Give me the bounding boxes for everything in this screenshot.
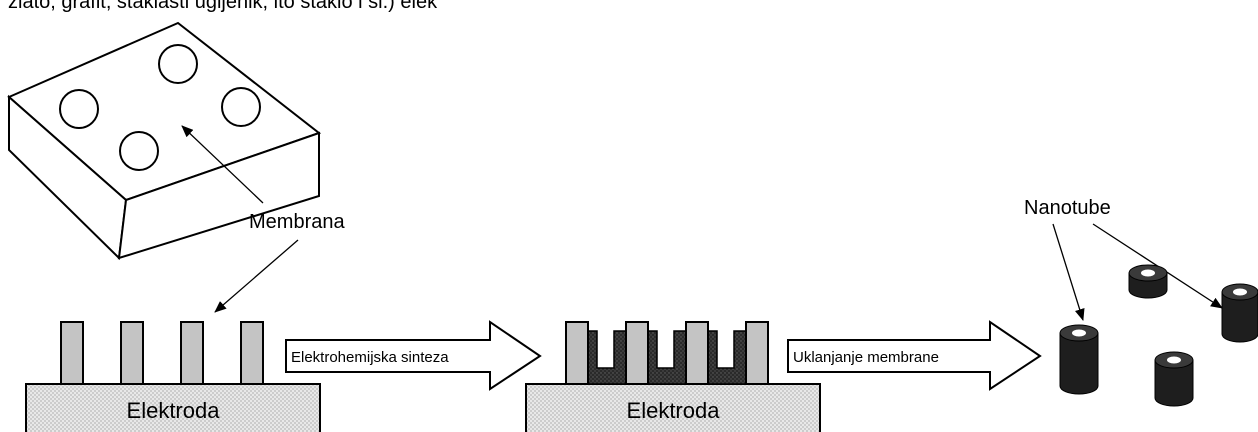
nanotube	[1059, 324, 1099, 395]
deposit-segment	[586, 330, 627, 385]
process-arrow-2: Uklanjanje membrane	[787, 320, 1042, 391]
process-arrow-1: Elektrohemijska sinteza	[285, 320, 542, 391]
membrane-pore	[119, 131, 159, 171]
pillar	[240, 321, 264, 385]
pillars-left	[60, 321, 264, 385]
membrane-pore	[221, 87, 261, 127]
deposit	[586, 330, 747, 385]
membrane-right-face	[117, 131, 320, 260]
pillar	[120, 321, 144, 385]
pillar	[180, 321, 204, 385]
label-membrana: Membrana	[249, 211, 345, 233]
electrode-middle: Elektroda	[525, 383, 821, 432]
deposit-segment	[706, 330, 747, 385]
membrane-block	[7, 21, 322, 261]
membrane-pore	[59, 89, 99, 129]
label-uklanjanje-membrane: Uklanjanje membrane	[793, 349, 939, 366]
pillars-middle	[565, 321, 769, 385]
pointer-arrow-to-pillars	[214, 239, 299, 313]
label-nanotube: Nanotube	[1024, 197, 1111, 219]
pointer-arrow-nanotube-1	[1052, 223, 1085, 321]
label-elektrohemijska-sinteza: Elektrohemijska sinteza	[291, 349, 449, 366]
membrane-pore	[158, 44, 198, 84]
pillar	[745, 321, 769, 385]
pillar	[60, 321, 84, 385]
pillar	[685, 321, 709, 385]
nanotube	[1154, 351, 1194, 407]
pillar	[625, 321, 649, 385]
nanotube	[1128, 264, 1168, 299]
label-elektroda-middle: Elektroda	[627, 398, 721, 423]
label-elektroda-left: Elektroda	[127, 398, 221, 423]
nanotube	[1221, 283, 1258, 343]
caption-text: zlato, grafit, staklasti ugljenik, ito s…	[8, 0, 438, 13]
electrode-left: Elektroda	[25, 383, 321, 432]
pillar	[565, 321, 589, 385]
pointer-arrow-to-pore	[181, 125, 264, 204]
deposit-segment	[646, 330, 687, 385]
